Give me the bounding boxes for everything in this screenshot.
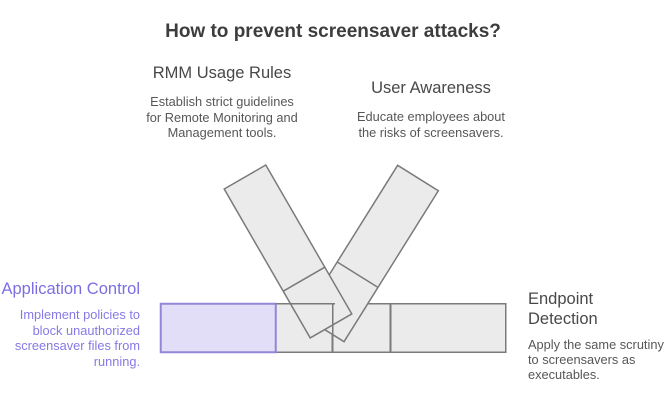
section-body: Implement policies to block unauthorized…: [0, 307, 140, 369]
section-heading: RMM Usage Rules: [152, 64, 292, 82]
section-heading: User Awareness: [371, 79, 491, 97]
section-body-line: to screensavers as: [528, 352, 636, 367]
section-body-line: for Remote Monitoring and: [146, 109, 298, 125]
section-body-line: executables.: [528, 367, 600, 382]
section-body-line: Management tools.: [167, 125, 277, 140]
bar-segment-application-control: [159, 302, 277, 354]
section-user-awareness: User Awareness Educate employees about t…: [326, 78, 536, 140]
page-title: How to prevent screensaver attacks?: [165, 21, 501, 42]
section-body: Apply the same scrutiny to screensavers …: [528, 337, 666, 382]
section-body-line: Apply the same scrutiny: [528, 337, 664, 352]
section-heading: Application Control: [1, 280, 141, 298]
section-body-line: the risks of screensavers.: [358, 124, 504, 140]
diagonal-bar-divider: [282, 266, 326, 292]
section-application-control: Application Control Implement policies t…: [0, 279, 141, 369]
bar-segment-endpoint-detection: [390, 303, 507, 353]
section-body-line: running.: [93, 353, 140, 369]
section-body-line: Educate employees about: [357, 109, 505, 124]
section-body: Establish strict guidelines for Remote M…: [117, 94, 327, 141]
section-endpoint-detection: Endpoint Detection Apply the same scruti…: [528, 289, 666, 382]
section-body-line: Implement policies to: [19, 307, 140, 322]
diagonal-bar-body: [223, 163, 353, 339]
section-body-line: block unauthorized: [32, 322, 140, 338]
section-body-line: Establish strict guidelines: [150, 94, 294, 109]
bar-edge-patches: [276, 303, 392, 352]
diagonal-bar-divider: [336, 261, 379, 289]
section-body: Educate employees about the risks of scr…: [326, 109, 536, 140]
section-rmm-usage-rules: RMM Usage Rules Establish strict guideli…: [117, 63, 327, 141]
section-heading: Endpoint Detection: [528, 290, 598, 328]
section-body-line: screensaver files from: [14, 338, 140, 354]
left-diagonal-bar: [223, 163, 353, 339]
